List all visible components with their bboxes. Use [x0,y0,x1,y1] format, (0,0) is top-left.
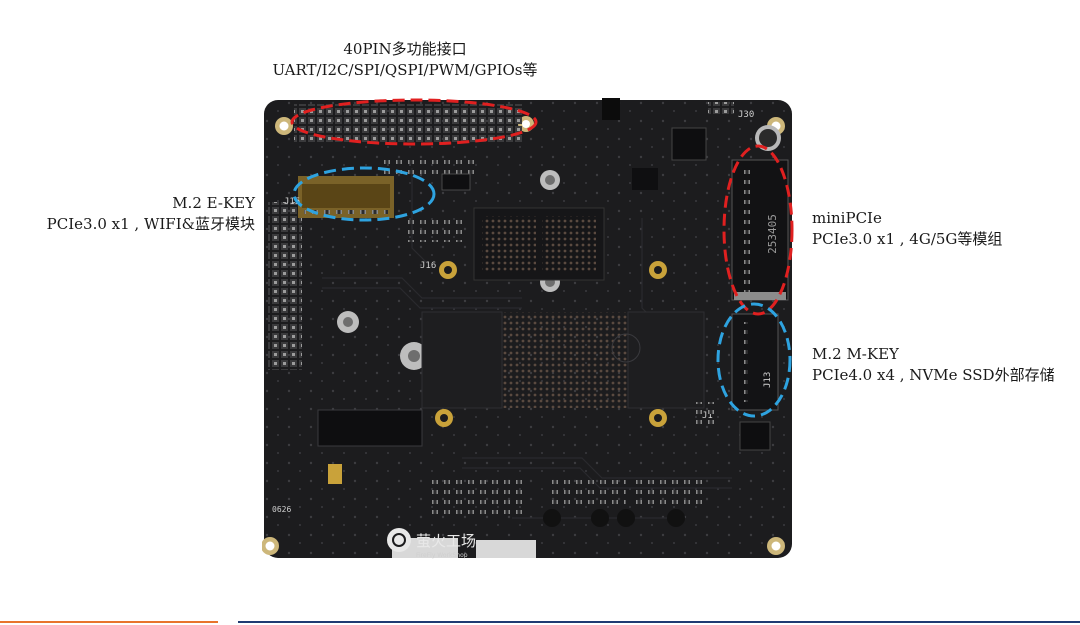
silk-j16: J16 [420,261,436,271]
silk-j15: J15 [284,197,300,207]
pcb-board-photo: J30 J15 J16 253405 [262,98,794,559]
label-m2-ekey-title: M.2 E-KEY [172,194,255,212]
gold-pads [435,261,667,427]
silk-code: 0626 [272,505,291,514]
brand-cn: 萤火工场 [416,532,476,550]
label-m2-ekey-desc: PCIe3.0 x1 , WIFI&蓝牙模块 [46,215,255,233]
ram-chip [317,409,423,447]
footer-line-orange [0,621,218,623]
silk-minipcie-part: 253405 [766,214,779,254]
silk-j13: J13 [763,372,773,388]
label-minipcie: miniPCIe PCIe3.0 x1 , 4G/5G等模组 [812,208,1002,250]
left-pin-block [268,202,302,370]
red-marker-40pin [290,98,538,146]
mounting-holes [262,116,785,555]
minipcie-slot [731,159,789,301]
ic-chip [671,127,707,161]
gpio-40pin-header [294,104,522,142]
label-40pin: 40PIN多功能接口 UART/I2C/SPI/QSPI/PWM/GPIOs等 [0,39,810,81]
label-m2-mkey-desc: PCIe4.0 x4 , NVMe SSD外部存储 [812,366,1055,384]
footer-line-blue [238,621,1080,623]
silk-j30: J30 [738,110,754,120]
ic-chip [739,421,771,451]
audio-jack [602,98,620,120]
red-marker-minipcie [722,144,794,316]
soc-bga-area [498,312,628,408]
bottom-connectors [543,509,685,527]
label-m2-mkey: M.2 M-KEY PCIe4.0 x4 , NVMe SSD外部存储 [812,344,1055,386]
label-40pin-title: 40PIN多功能接口 [343,40,467,58]
blue-marker-mkey [716,302,792,418]
label-m2-mkey-title: M.2 M-KEY [812,345,899,363]
m2-mkey-slot [731,313,779,411]
label-minipcie-desc: PCIe3.0 x1 , 4G/5G等模组 [812,230,1003,248]
brand-en: FireFly WorkShop [416,552,468,559]
j30-header [708,102,734,114]
blue-marker-ekey [292,166,436,222]
label-40pin-desc: UART/I2C/SPI/QSPI/PWM/GPIOs等 [272,61,538,79]
label-minipcie-title: miniPCIe [812,209,882,227]
firefly-logo: 萤火工场 FireFly WorkShop [387,528,476,559]
label-m2-ekey: M.2 E-KEY PCIe3.0 x1 , WIFI&蓝牙模块 [47,193,255,235]
